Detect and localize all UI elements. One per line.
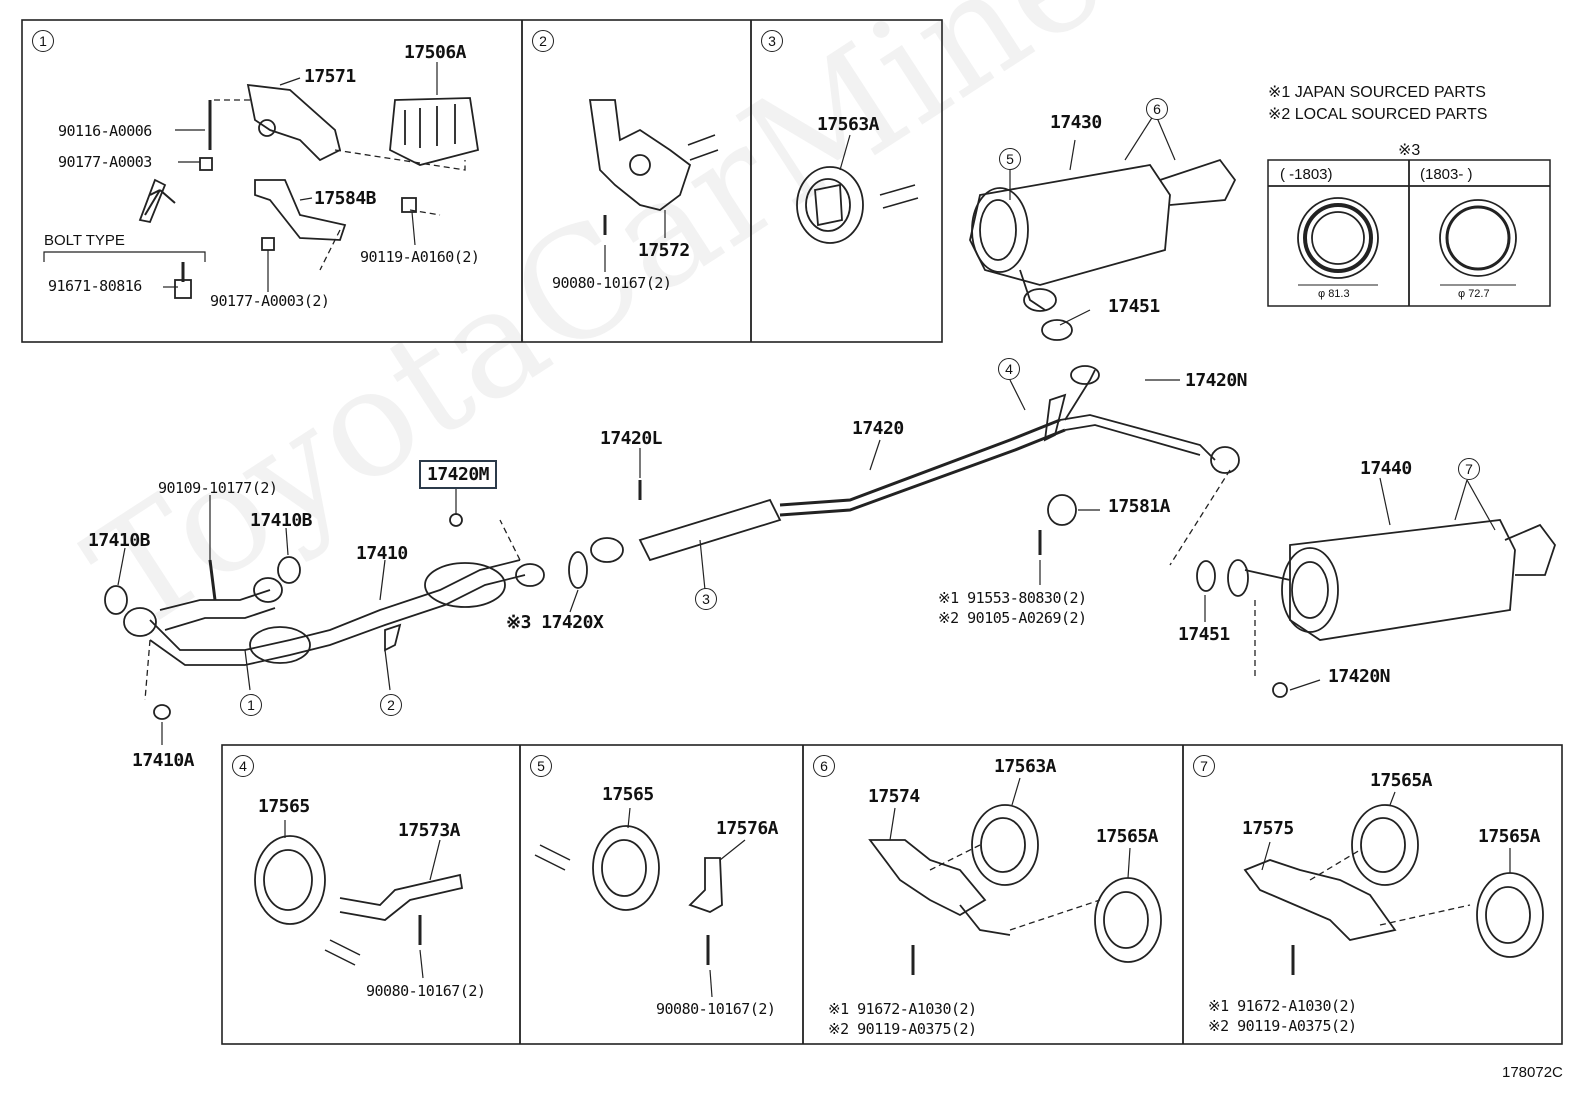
part-17410A[interactable]: 17410A bbox=[132, 750, 195, 771]
part-17451-lower[interactable]: 17451 bbox=[1178, 624, 1230, 645]
callout-2-main: 2 bbox=[380, 694, 402, 716]
callout-7-main: 7 bbox=[1458, 458, 1480, 480]
part-17420[interactable]: 17420 bbox=[852, 418, 904, 439]
part-90109-10177[interactable]: 90109-10177(2) bbox=[158, 479, 278, 497]
callout-5-main: 5 bbox=[999, 148, 1021, 170]
part-17563A-box3[interactable]: 17563A bbox=[817, 114, 880, 135]
figure-code: 178072C bbox=[1502, 1064, 1563, 1081]
callout-6: 6 bbox=[813, 755, 835, 777]
range-before-1803: ( -1803) bbox=[1280, 166, 1333, 183]
part-17410B-right[interactable]: 17410B bbox=[250, 510, 313, 531]
part-17420N-upper[interactable]: 17420N bbox=[1185, 370, 1248, 391]
part-17581A[interactable]: 17581A bbox=[1108, 496, 1171, 517]
note-japan-sourced: ※1 JAPAN SOURCED PARTS bbox=[1268, 84, 1486, 101]
part-90177-A0003-2[interactable]: 90177-A0003(2) bbox=[210, 292, 330, 310]
callout-2: 2 bbox=[532, 30, 554, 52]
part-90119-A0375-box7[interactable]: ※2 90119-A0375(2) bbox=[1208, 1017, 1357, 1035]
part-90105-A0269[interactable]: ※2 90105-A0269(2) bbox=[938, 609, 1087, 627]
callout-3: 3 bbox=[761, 30, 783, 52]
callout-6-main: 6 bbox=[1146, 98, 1168, 120]
part-91671-80816[interactable]: 91671-80816 bbox=[48, 277, 142, 295]
part-90119-A0375-box6[interactable]: ※2 90119-A0375(2) bbox=[828, 1020, 977, 1038]
part-17506A[interactable]: 17506A bbox=[404, 42, 467, 63]
part-17410[interactable]: 17410 bbox=[356, 543, 408, 564]
diameter-81-3: φ 81.3 bbox=[1318, 288, 1350, 300]
bolt-type-label: BOLT TYPE bbox=[44, 232, 125, 249]
callout-1-main: 1 bbox=[240, 694, 262, 716]
part-91553-80830[interactable]: ※1 91553-80830(2) bbox=[938, 589, 1087, 607]
callout-7: 7 bbox=[1193, 755, 1215, 777]
range-after-1803: (1803- ) bbox=[1420, 166, 1473, 183]
part-17584B[interactable]: 17584B bbox=[314, 188, 377, 209]
part-17575[interactable]: 17575 bbox=[1242, 818, 1294, 839]
callout-5: 5 bbox=[530, 755, 552, 777]
part-17451-upper[interactable]: 17451 bbox=[1108, 296, 1160, 317]
callout-4-main: 4 bbox=[998, 358, 1020, 380]
part-17420X[interactable]: ※3 17420X bbox=[506, 612, 604, 633]
note-mark3: ※3 bbox=[1398, 142, 1421, 159]
part-17565A-box6[interactable]: 17565A bbox=[1096, 826, 1159, 847]
part-90080-10167-box5[interactable]: 90080-10167(2) bbox=[656, 1000, 776, 1018]
diameter-72-7: φ 72.7 bbox=[1458, 288, 1490, 300]
part-17563A-box6[interactable]: 17563A bbox=[994, 756, 1057, 777]
part-90080-10167-box4[interactable]: 90080-10167(2) bbox=[366, 982, 486, 1000]
part-17565A-box7-upper[interactable]: 17565A bbox=[1370, 770, 1433, 791]
part-90177-A0003[interactable]: 90177-A0003 bbox=[58, 153, 152, 171]
part-17572[interactable]: 17572 bbox=[638, 240, 690, 261]
part-17565A-box7-lower[interactable]: 17565A bbox=[1478, 826, 1541, 847]
part-90116-A0006[interactable]: 90116-A0006 bbox=[58, 122, 152, 140]
part-17420L[interactable]: 17420L bbox=[600, 428, 663, 449]
part-90119-A0160[interactable]: 90119-A0160(2) bbox=[360, 248, 480, 266]
part-17420N-lower[interactable]: 17420N bbox=[1328, 666, 1391, 687]
part-90080-10167-box2[interactable]: 90080-10167(2) bbox=[552, 274, 672, 292]
part-17410B-left[interactable]: 17410B bbox=[88, 530, 151, 551]
part-17565-box5[interactable]: 17565 bbox=[602, 784, 654, 805]
part-17571[interactable]: 17571 bbox=[304, 66, 356, 87]
part-91672-A1030-box6[interactable]: ※1 91672-A1030(2) bbox=[828, 1000, 977, 1018]
part-17430[interactable]: 17430 bbox=[1050, 112, 1102, 133]
callout-3-main: 3 bbox=[695, 588, 717, 610]
part-17565-box4[interactable]: 17565 bbox=[258, 796, 310, 817]
part-17574[interactable]: 17574 bbox=[868, 786, 920, 807]
callout-1: 1 bbox=[32, 30, 54, 52]
part-17573A[interactable]: 17573A bbox=[398, 820, 461, 841]
part-17440[interactable]: 17440 bbox=[1360, 458, 1412, 479]
note-local-sourced: ※2 LOCAL SOURCED PARTS bbox=[1268, 106, 1488, 123]
part-91672-A1030-box7[interactable]: ※1 91672-A1030(2) bbox=[1208, 997, 1357, 1015]
callout-4: 4 bbox=[232, 755, 254, 777]
part-17420M-highlighted[interactable]: 17420M bbox=[419, 460, 498, 489]
part-17576A[interactable]: 17576A bbox=[716, 818, 779, 839]
